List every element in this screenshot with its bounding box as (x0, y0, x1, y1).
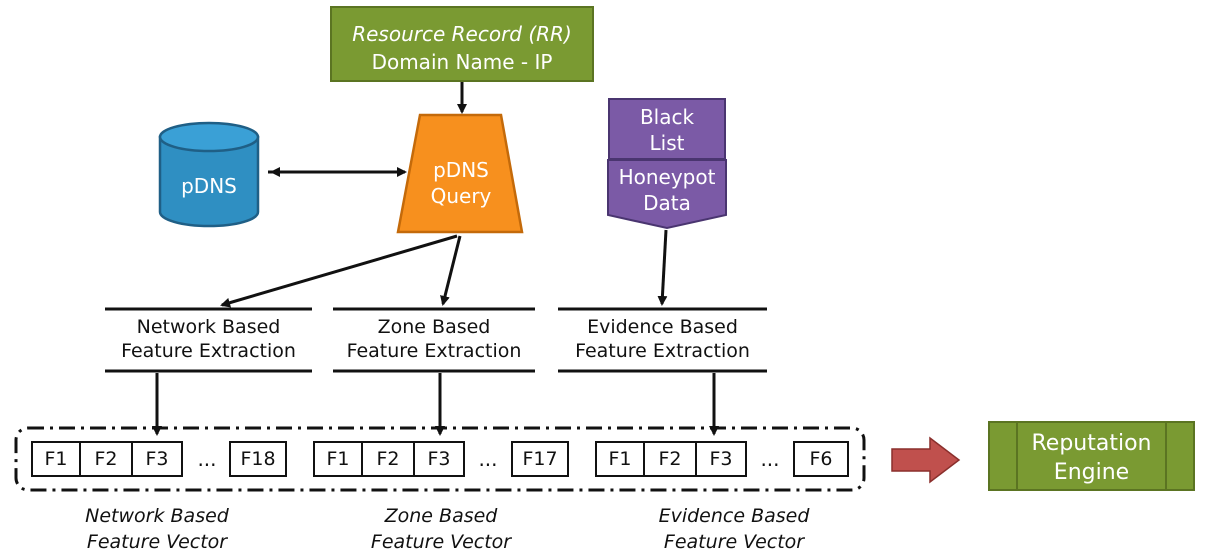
network-feature-f3: F3 (131, 441, 183, 477)
pdns-query-shape (396, 113, 524, 234)
zone-feature-last: F17 (511, 441, 569, 477)
pdns-query-label: pDNS Query (400, 157, 522, 209)
evidence-vector-label-line2: Feature Vector (663, 531, 805, 553)
honeypot-to-evidence-arrow (657, 229, 668, 306)
network-extraction-label: Network Based Feature Extraction (105, 315, 312, 363)
zone-vector-label-line1: Zone Based (384, 505, 498, 527)
honeypot-shape (607, 159, 727, 230)
evidence-extraction-line1: Evidence Based (587, 316, 738, 338)
zone-feature-ellipsis: ... (478, 447, 498, 471)
evidence-extraction-line2: Feature Extraction (575, 340, 750, 362)
evidence-feature-f1: F1 (595, 441, 645, 477)
reputation-engine-label: Reputation Engine (990, 429, 1193, 487)
zone-feature-f2: F2 (361, 441, 415, 477)
query-db-arrowhead-left (270, 167, 280, 177)
network-vector-label: Network Based Feature Vector (47, 503, 267, 555)
evidence-extraction-label: Evidence Based Feature Extraction (558, 315, 767, 363)
blacklist-box: Black List (608, 98, 726, 160)
evidence-vector-label: Evidence Based Feature Vector (624, 503, 844, 555)
evidence-feature-f3: F3 (695, 441, 747, 477)
resource-record-subtitle: Domain Name - IP (371, 50, 553, 74)
network-vector-label-line2: Feature Vector (86, 531, 228, 553)
reputation-engine-box: Reputation Engine (988, 421, 1195, 491)
reputation-engine-line2: Engine (1053, 460, 1130, 485)
to-reputation-arrow (891, 436, 961, 484)
resource-record-title: Resource Record (RR) (352, 22, 572, 46)
network-feature-f1: F1 (31, 441, 81, 477)
network-vector-label-line1: Network Based (85, 505, 229, 527)
feature-vector-container (14, 426, 866, 492)
evidence-feature-ellipsis: ... (760, 447, 780, 471)
zone-vector-label-line2: Feature Vector (370, 531, 512, 553)
zone-extraction-line1: Zone Based (377, 316, 491, 338)
network-extraction-line2: Feature Extraction (121, 340, 296, 362)
honeypot-line1: Honeypot (618, 165, 716, 189)
reputation-engine-inner (1016, 423, 1167, 489)
resource-record-box: Resource Record (RR) Domain Name - IP (330, 6, 594, 82)
zone-extraction-label: Zone Based Feature Extraction (333, 315, 535, 363)
network-feature-last: F18 (229, 441, 287, 477)
network-extraction-line1: Network Based (136, 316, 281, 338)
pdns-database-icon (158, 121, 260, 228)
blacklist-line2: List (649, 131, 685, 155)
honeypot-label: Honeypot Data (608, 164, 726, 216)
network-feature-f2: F2 (79, 441, 133, 477)
pdns-query-line2: Query (430, 184, 492, 208)
zone-vector-label: Zone Based Feature Vector (331, 503, 551, 555)
honeypot-line2: Data (643, 191, 691, 215)
evidence-feature-f2: F2 (643, 441, 697, 477)
evidence-feature-last: F6 (793, 441, 849, 477)
pdns-query-line1: pDNS (433, 158, 489, 182)
pdns-db-label: pDNS (181, 174, 237, 198)
query-to-zone-arrow (440, 235, 462, 306)
network-feature-ellipsis: ... (197, 447, 217, 471)
zone-extraction-line2: Feature Extraction (346, 340, 522, 362)
zone-feature-f3: F3 (413, 441, 465, 477)
evidence-vector-label-line1: Evidence Based (658, 505, 810, 527)
blacklist-line1: Black (639, 105, 695, 129)
query-to-network-arrow (220, 234, 458, 308)
extraction-stage-lines (105, 307, 767, 373)
zone-feature-f1: F1 (313, 441, 363, 477)
reputation-engine-line1: Reputation (1031, 431, 1152, 456)
